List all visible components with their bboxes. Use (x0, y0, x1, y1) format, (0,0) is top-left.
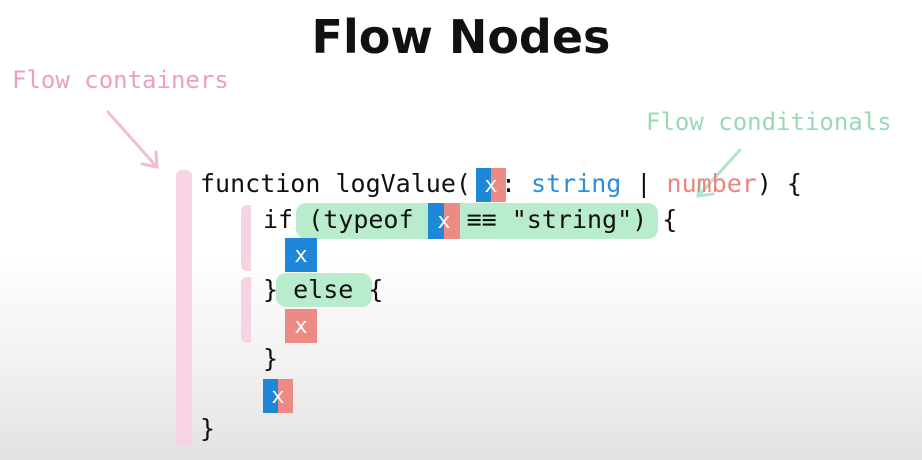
annotation-flow-containers: Flow containers (12, 66, 229, 94)
code-equality: ≡≡ (466, 205, 512, 234)
x-if-branch-node: x (285, 238, 317, 272)
code-close-brace-else: } (263, 344, 279, 373)
annotation-flow-conditionals: Flow conditionals (646, 108, 892, 136)
x-merged-node: x (263, 379, 293, 413)
code-pipe: | (621, 169, 667, 198)
arrow-containers (106, 110, 159, 169)
code-function-suffix: ) { (756, 169, 802, 198)
code-if-suffix: ) { (632, 205, 678, 234)
flow-container-else-bar (241, 277, 263, 343)
code-else: else (278, 275, 369, 304)
code-string-literal: "string" (511, 205, 633, 234)
flow-conditional-else-pill (276, 273, 372, 307)
code-function-prefix: function logValue( (200, 169, 471, 198)
arrow-conditionals (696, 148, 742, 198)
code-line-function: function logValue(: string | number) { (200, 169, 802, 199)
flow-container-function-bar (176, 170, 192, 446)
x-param-node: x (476, 168, 506, 202)
code-if: if ( (263, 205, 324, 234)
code-type-number: number (666, 169, 757, 198)
flow-container-if-bar (241, 205, 263, 271)
code-close-brace-function: } (200, 414, 216, 443)
code-typeof: typeof (323, 205, 429, 234)
code-line-else: } else { (263, 275, 383, 305)
code-open-brace-else: { (368, 275, 384, 304)
code-type-string: string (531, 169, 622, 198)
page-title: Flow Nodes (311, 10, 611, 64)
flow-conditional-if-pill (296, 203, 658, 239)
x-else-branch-node: x (285, 309, 317, 343)
x-typeof-node: x (428, 203, 460, 239)
code-line-close-function: } (200, 414, 215, 444)
code-line-if: if (typeof ≡≡ "string") { (263, 205, 677, 235)
code-close-brace-if: } (263, 275, 279, 304)
code-line-close-else: } (263, 344, 278, 374)
